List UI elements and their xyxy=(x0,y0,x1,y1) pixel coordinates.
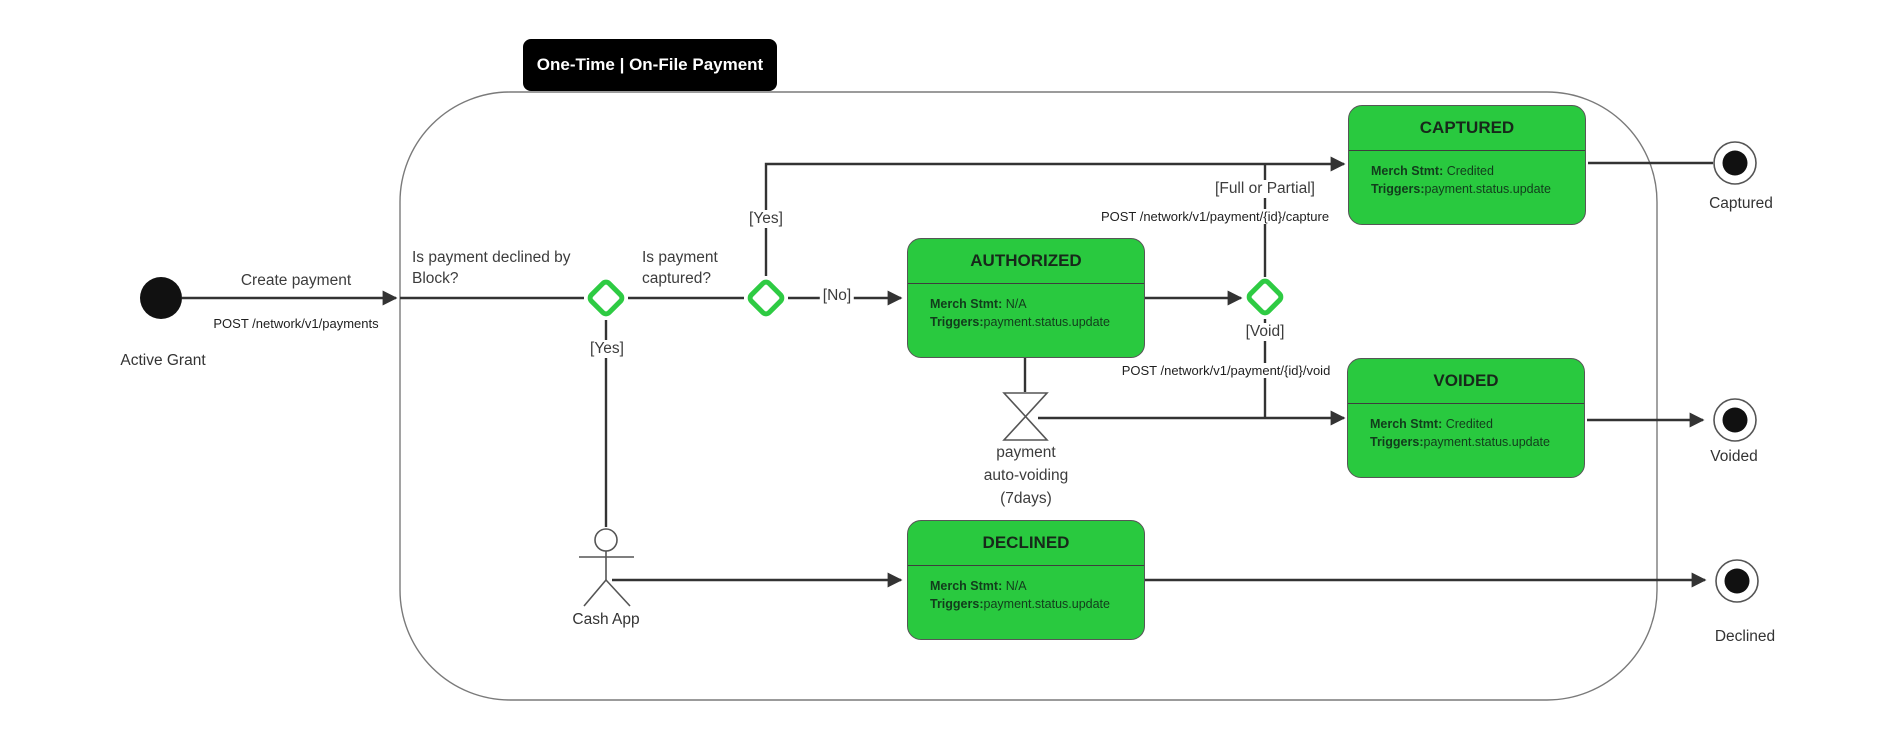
edge-yes-captured-to-captured-state xyxy=(764,156,1346,276)
end-node-captured[interactable] xyxy=(1713,141,1757,185)
end-node-voided[interactable] xyxy=(1713,398,1757,442)
payment-flow-container[interactable] xyxy=(399,91,1658,701)
auto-void-timer-icon[interactable] xyxy=(1002,392,1049,441)
flow-edges xyxy=(182,156,1713,588)
cash-app-actor[interactable] xyxy=(579,528,634,607)
start-node[interactable] xyxy=(140,277,182,319)
end-node-declined[interactable] xyxy=(1715,559,1759,603)
